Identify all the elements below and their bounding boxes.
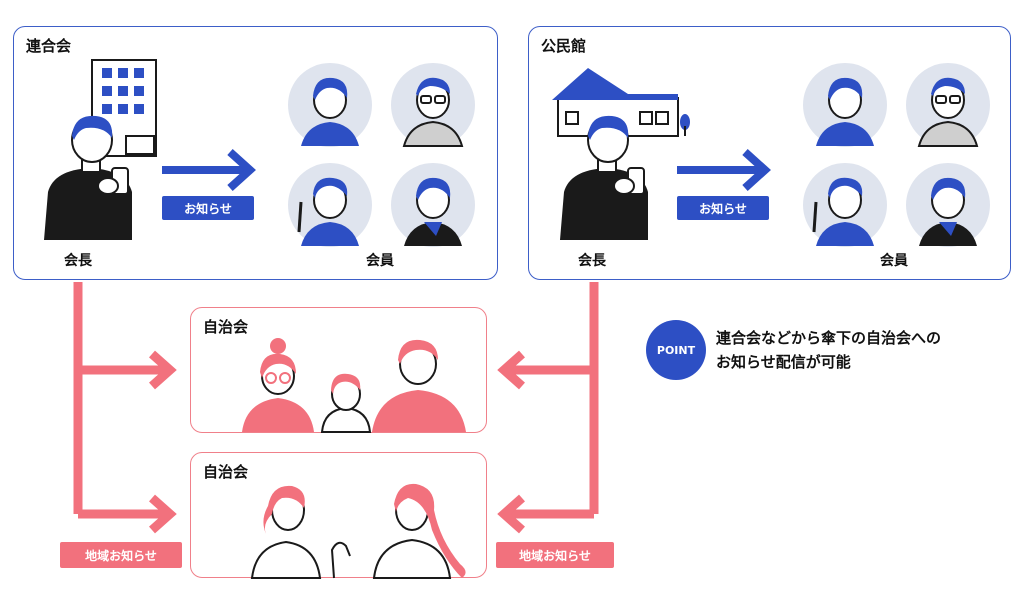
leader-caption-left: 会長 [64,253,92,269]
distribution-connector-right [497,282,599,534]
neighborhood-association-title: 自治会 [203,463,249,481]
federation-panel: 連合会 [13,26,498,280]
neighborhood-association-box: 自治会 [190,452,487,578]
regional-notice-label-left: 地域お知らせ [60,542,182,568]
family-illustration [242,338,466,433]
member-avatar-icon [906,63,990,147]
federation-title: 連合会 [26,37,72,55]
community-center-title: 公民館 [541,37,587,55]
community-center-panel: 公民館 [528,26,1011,280]
community-hall-icon [552,68,690,137]
arrow-right-icon [677,149,771,191]
members-caption-right: 会員 [880,253,908,269]
member-avatar-icon [391,163,475,247]
member-avatar-icon [803,63,887,147]
member-avatar-icon [906,163,990,247]
leader-with-phone-illustration [560,115,648,240]
member-avatar-icon [288,63,372,147]
notice-label-right: お知らせ [677,196,769,220]
residents-chatting-illustration [250,483,466,579]
member-avatar-icon [391,63,475,147]
point-badge: POINT [646,320,706,380]
point-line-2: お知らせ配信が可能 [716,353,851,371]
regional-notice-label-right: 地域お知らせ [496,542,614,568]
leader-caption-right: 会長 [578,253,606,269]
notice-label-left: お知らせ [162,196,254,220]
distribution-connector-left [73,282,177,534]
arrow-right-icon [162,149,256,191]
members-caption-left: 会員 [366,253,394,269]
point-line-1: 連合会などから傘下の自治会への [716,329,942,347]
member-avatar-icon [288,163,372,247]
leader-with-phone-illustration [44,115,132,240]
neighborhood-association-title: 自治会 [203,318,249,336]
member-avatar-icon [803,163,887,247]
point-description: 連合会などから傘下の自治会への お知らせ配信が可能 [716,326,941,374]
